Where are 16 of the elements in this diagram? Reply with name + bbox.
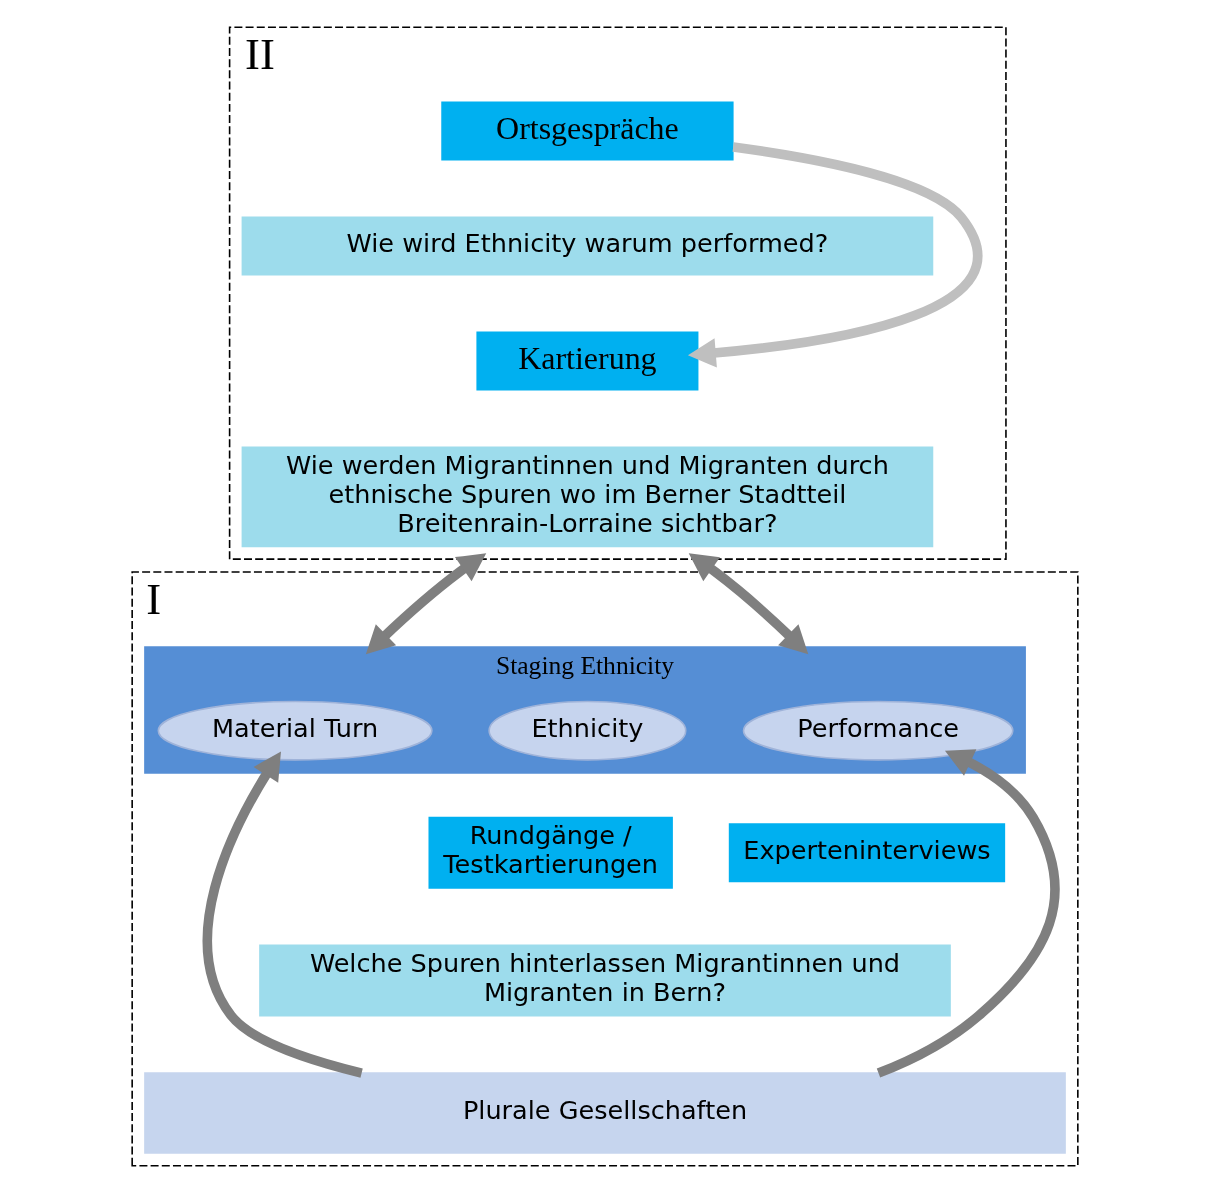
node-box: Ortsgespräche [440, 101, 734, 161]
node-box: Plurale Gesellschaften [143, 1072, 1066, 1154]
node-box: Welche Spuren hinterlassen Migrantinnen und Migranten in Bern? [258, 944, 951, 1017]
arrow [365, 553, 486, 655]
arrow [202, 751, 363, 1078]
arrow [876, 749, 1060, 1078]
node-box: Wie werden Migrantinnen und Migranten durch ethnische Spuren wo im Berner Stadtteil Breitenrain-Lorraine sichtbar? [241, 446, 933, 548]
arrow [687, 142, 982, 368]
node-box: Rundgänge / Testkartierungen [428, 816, 673, 889]
node-box: Kartierung [475, 331, 698, 391]
arrow [688, 553, 808, 655]
node-ellipse: Ethnicity [487, 700, 687, 761]
node-ellipse: Material Turn [157, 700, 433, 761]
node-ellipse: Performance [742, 700, 1014, 761]
node-box: Wie wird Ethnicity warum performed? [241, 216, 933, 276]
node-box: Experteninterviews [728, 823, 1005, 883]
